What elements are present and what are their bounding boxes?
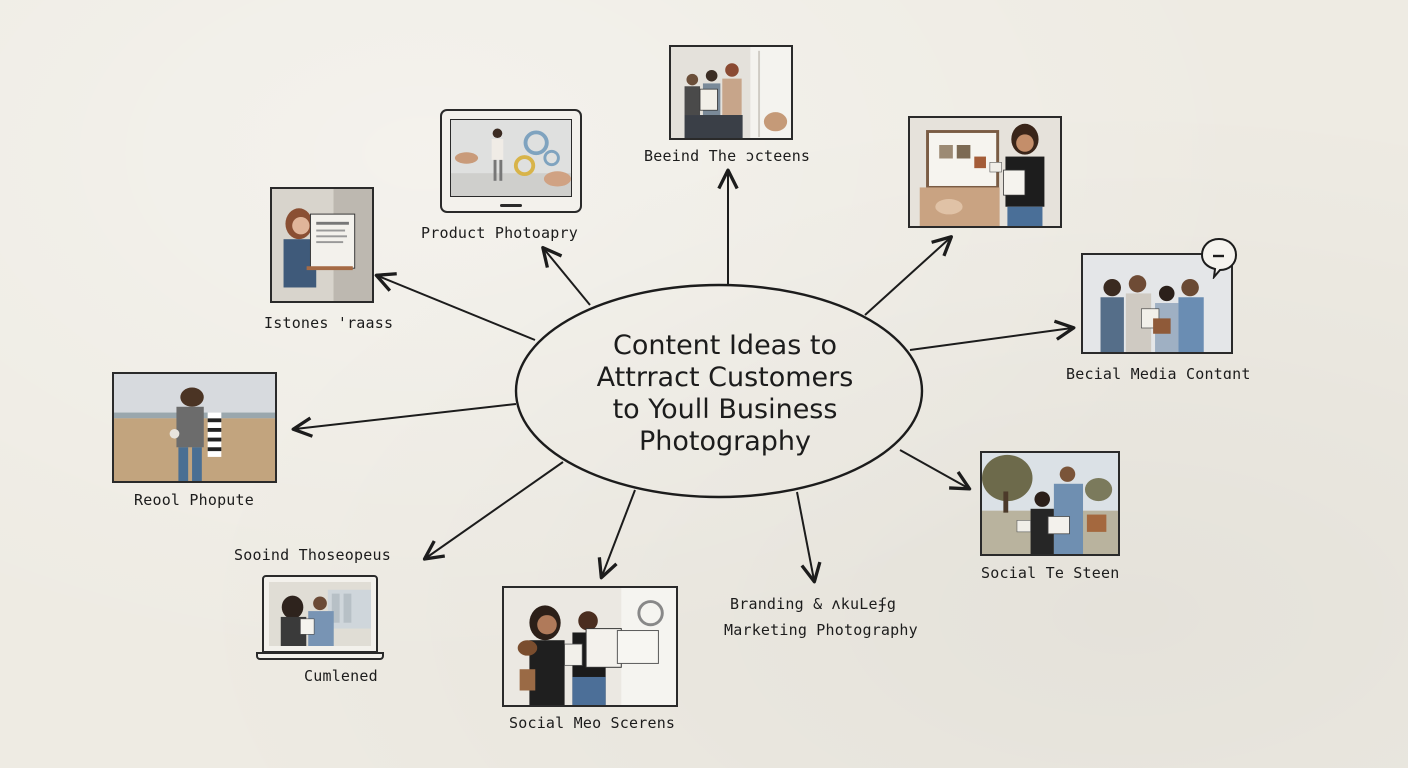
sooind-thoseopeus-label: Sooind Thoseopeus <box>234 546 391 564</box>
branding-marketing-label-line-1: Branding & ʌkuLeʄg <box>730 595 897 613</box>
arrow-to-reool-phopute <box>291 403 517 438</box>
center-title-line-2: Attrract Customers <box>596 362 854 393</box>
arrow-to-social-meo-scerens <box>597 489 636 580</box>
product-photography-label: Product Photoapry <box>421 224 578 242</box>
social-te-steen-photo <box>980 451 1120 556</box>
istones-traass-label: Istones ꞌraass <box>264 314 394 332</box>
arrow-to-sooind-thoseopeus <box>422 461 564 561</box>
center-title-line-4: Photography <box>638 426 812 457</box>
behind-the-scenes-photo <box>669 45 793 140</box>
center-title-line-3: to Youll Business <box>612 394 838 425</box>
central-ellipse <box>514 283 924 499</box>
sooind-laptop-display <box>269 582 371 646</box>
speech-bubble-icon <box>1200 237 1238 279</box>
sooind-laptop-screen <box>262 575 378 653</box>
cumlened-label: Cumlened <box>304 667 378 685</box>
product-photography-tablet <box>440 109 582 213</box>
social-meo-scerens-photo <box>502 586 678 707</box>
product-photography-screen <box>450 119 572 197</box>
founder-photo <box>908 116 1062 228</box>
tablet-home-button <box>500 204 522 207</box>
reool-phopute-photo <box>112 372 277 483</box>
social-meo-scerens-label: Social Meo Scerens <box>509 714 676 732</box>
behind-the-scenes-label: Beeind The ɔcteens <box>644 147 811 165</box>
arrow-to-becial-media-content <box>909 319 1076 351</box>
center-title: Content Ideas to Attrract Customers to Y… <box>560 330 890 458</box>
arrow-to-branding-marketing <box>796 491 822 584</box>
arrow-to-istones-traass <box>374 272 536 341</box>
branding-marketing-label-line-2: Marketing Photography <box>724 621 918 639</box>
arrow-to-product-photography <box>541 245 591 306</box>
istones-traass-photo <box>270 187 374 303</box>
becial-media-content-photo <box>1081 253 1233 354</box>
social-te-steen-label: Social Te Steen <box>981 564 1120 582</box>
sooind-laptop-base <box>256 652 384 660</box>
becial-media-content-label: Becial Media Contɑnt <box>1066 365 1251 383</box>
center-title-line-1: Content Ideas to <box>613 330 837 361</box>
arrow-to-social-te-steen <box>899 449 972 491</box>
reool-phopute-label: Reool Phopute <box>134 491 254 509</box>
arrow-to-founder-photo <box>864 235 954 316</box>
